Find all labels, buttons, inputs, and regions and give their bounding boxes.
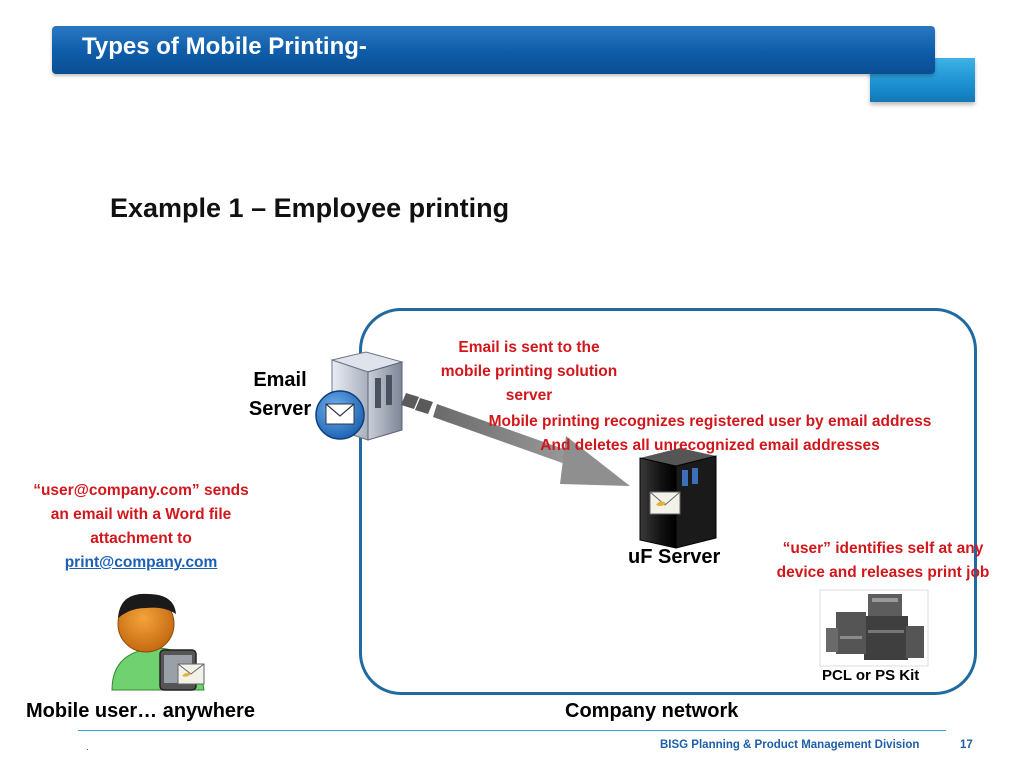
footer-division-text: BISG Planning & Product Management Divis… — [660, 739, 920, 751]
page-number: 17 — [960, 739, 973, 751]
pcl-kit-label: PCL or PS Kit — [822, 667, 920, 684]
email-sent-note: Email is sent to the mobile printing sol… — [430, 336, 628, 408]
footer-dot: . — [86, 742, 89, 753]
uf-server-label: uF Server — [628, 546, 721, 568]
user-sends-note-line-3: attachment to — [90, 530, 192, 547]
email-sent-note-line-2: mobile printing solution — [440, 363, 618, 380]
printer-icon — [819, 589, 929, 667]
email-server-icon — [315, 351, 404, 441]
user-identifies-note: “user” identifies self at any device and… — [762, 537, 1004, 585]
mobile-user-label: Mobile user… anywhere — [26, 700, 255, 722]
slide-title: Types of Mobile Printing- — [82, 33, 367, 60]
uf-server-icon — [639, 448, 717, 549]
user-sends-note: “user@company.com” sends an email with a… — [20, 479, 262, 575]
recognize-note: Mobile printing recognizes registered us… — [462, 410, 958, 458]
email-sent-note-line-1: Email is sent to the — [458, 339, 600, 356]
title-bar — [52, 26, 935, 74]
mobile-user-icon — [111, 593, 205, 691]
email-server-label: Email Server — [246, 366, 314, 424]
user-sends-note-line-2: an email with a Word file — [50, 506, 232, 523]
email-sent-note-line-3: server — [505, 387, 553, 404]
user-identifies-note-line-2: device and releases print job — [776, 564, 990, 581]
user-identifies-note-line-1: “user” identifies self at any — [782, 540, 984, 557]
email-server-label-line-2: Server — [248, 398, 312, 420]
recognize-note-line-1: Mobile printing recognizes registered us… — [488, 413, 932, 430]
print-email-link[interactable]: print@company.com — [64, 554, 218, 571]
footer-divider — [78, 730, 946, 731]
user-sends-note-line-1: “user@company.com” sends — [33, 482, 249, 499]
example-heading: Example 1 – Employee printing — [110, 193, 510, 223]
email-server-label-line-1: Email — [253, 369, 307, 391]
recognize-note-line-2: And deletes all unrecognized email addre… — [540, 437, 880, 454]
flow-arrow-icon — [401, 393, 630, 486]
company-network-box — [359, 308, 977, 695]
company-network-label: Company network — [565, 700, 739, 722]
